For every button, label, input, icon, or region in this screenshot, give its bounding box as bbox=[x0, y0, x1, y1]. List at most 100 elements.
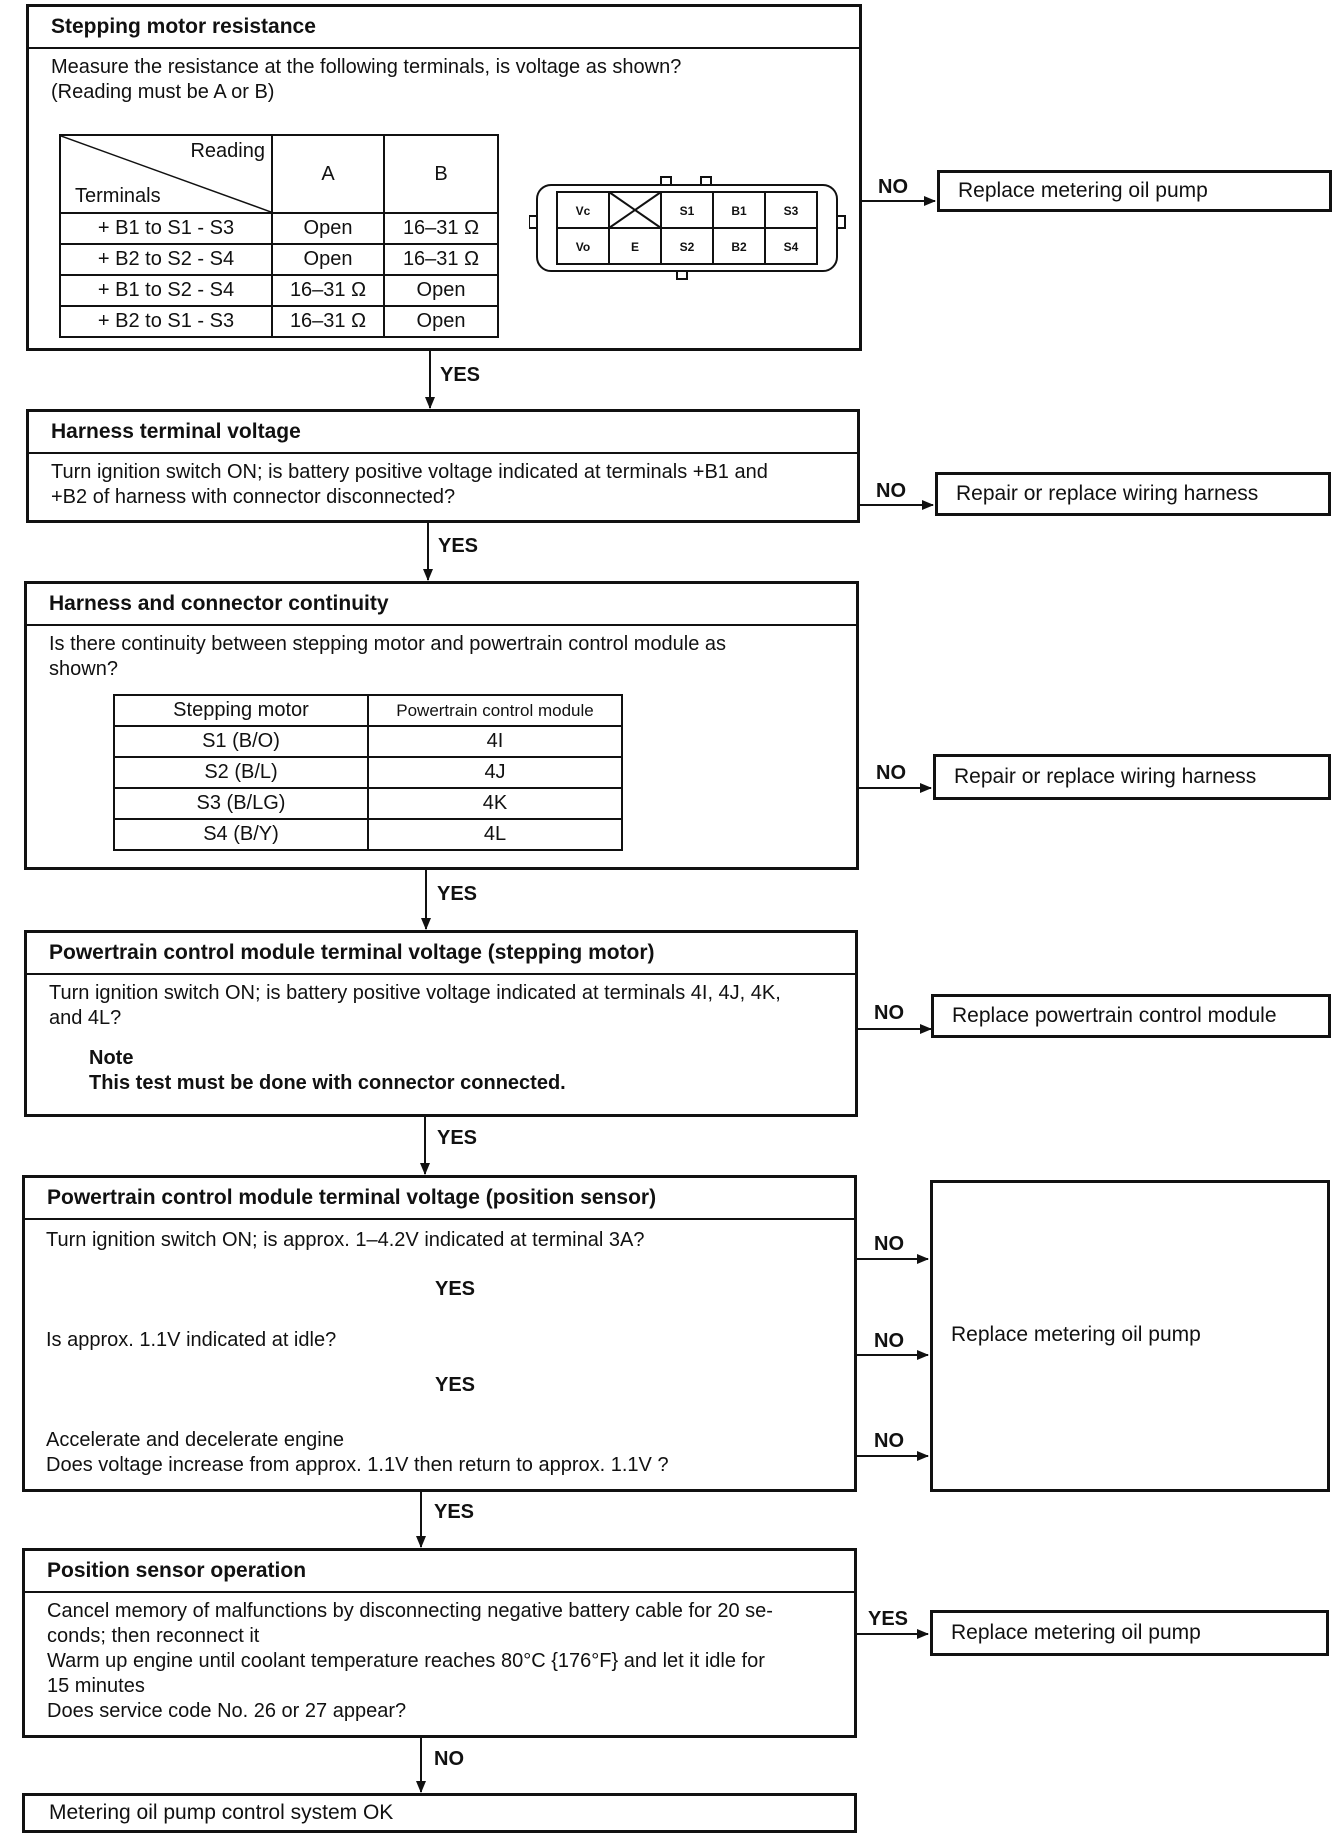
step6-box: Position sensor operation Cancel memory … bbox=[22, 1548, 857, 1738]
row-terminals: + B1 to S1 - S3 bbox=[59, 212, 273, 245]
row-b: Open bbox=[383, 305, 499, 338]
step4-question-line1: Turn ignition switch ON; is battery posi… bbox=[49, 982, 781, 1004]
header-col-b: B bbox=[383, 134, 499, 214]
table-row: S4 (B/Y) 4L bbox=[113, 818, 623, 851]
step2-question-line2: +B2 of harness with connector disconnect… bbox=[51, 486, 456, 508]
step6-line3: Warm up engine until coolant temperature… bbox=[47, 1650, 765, 1672]
row-terminals: + B2 to S2 - S4 bbox=[59, 243, 273, 276]
step4-title: Powertrain control module terminal volta… bbox=[27, 933, 855, 975]
step5-yes-label: YES bbox=[434, 1501, 475, 1523]
step3-no-label: NO bbox=[876, 762, 906, 784]
step2-yes-label: YES bbox=[438, 535, 479, 557]
pin-vc: Vc bbox=[576, 204, 591, 218]
step6-line5: Does service code No. 26 or 27 appear? bbox=[47, 1700, 407, 1722]
row-pcm: 4I bbox=[367, 725, 623, 758]
header-diagonal bbox=[61, 136, 271, 212]
step1-no-action: Replace metering oil pump bbox=[937, 170, 1332, 212]
step5-no-label-2: NO bbox=[874, 1330, 904, 1352]
header-stepping-motor: Stepping motor bbox=[113, 694, 369, 727]
row-terminals: + B2 to S1 - S3 bbox=[59, 305, 273, 338]
row-b: 16–31 Ω bbox=[383, 243, 499, 276]
note-title: Note bbox=[89, 1047, 134, 1069]
row-terminals: + B1 to S2 - S4 bbox=[59, 274, 273, 307]
step4-box: Powertrain control module terminal volta… bbox=[24, 930, 858, 1117]
table-row: S2 (B/L) 4J bbox=[113, 756, 623, 789]
header-pcm: Powertrain control module bbox=[367, 694, 623, 727]
pin-e: E bbox=[631, 240, 639, 254]
pin-vo: Vo bbox=[576, 240, 590, 254]
row-pcm: 4K bbox=[367, 787, 623, 820]
step5-q3-line1: Accelerate and decelerate engine bbox=[46, 1429, 344, 1451]
step3-title: Harness and connector continuity bbox=[27, 584, 856, 626]
step6-yes-label: YES bbox=[868, 1608, 909, 1630]
step2-title: Harness terminal voltage bbox=[29, 412, 857, 454]
row-a: 16–31 Ω bbox=[271, 305, 385, 338]
step1-title: Stepping motor resistance bbox=[29, 7, 859, 49]
row-a: Open bbox=[271, 212, 385, 245]
pin-b1: B1 bbox=[731, 204, 747, 218]
step6-title: Position sensor operation bbox=[25, 1551, 854, 1593]
step5-no-action: Replace metering oil pump bbox=[930, 1180, 1330, 1492]
step5-q1: Turn ignition switch ON; is approx. 1–4.… bbox=[46, 1229, 645, 1251]
row-a: Open bbox=[271, 243, 385, 276]
pin-s3: S3 bbox=[784, 204, 799, 218]
step4-question-line2: and 4L? bbox=[49, 1007, 122, 1029]
step3-question-line1: Is there continuity between stepping mot… bbox=[49, 633, 727, 655]
pin-b2: B2 bbox=[731, 240, 747, 254]
row-motor: S3 (B/LG) bbox=[113, 787, 369, 820]
step4-yes-label: YES bbox=[437, 1127, 478, 1149]
step5-q3-line2: Does voltage increase from approx. 1.1V … bbox=[46, 1454, 669, 1476]
header-col-a: A bbox=[271, 134, 385, 214]
step5-title: Powertrain control module terminal volta… bbox=[25, 1178, 854, 1220]
pin-s4: S4 bbox=[784, 240, 799, 254]
step1-question-line1: Measure the resistance at the following … bbox=[51, 56, 682, 78]
resistance-table: Reading Terminals A B + B1 to S1 - S3 Op… bbox=[59, 134, 499, 338]
step4-no-label: NO bbox=[874, 1002, 904, 1024]
row-motor: S1 (B/O) bbox=[113, 725, 369, 758]
step2-no-action: Repair or replace wiring harness bbox=[935, 472, 1331, 516]
header-terminals: Terminals bbox=[75, 185, 161, 207]
step5-yes-label-2: YES bbox=[435, 1374, 476, 1396]
connector-diagram: Vc S1 B1 S3 Vo E S2 B2 S4 bbox=[529, 176, 846, 280]
final-box: Metering oil pump control system OK bbox=[22, 1793, 857, 1833]
step2-question-line1: Turn ignition switch ON; is battery posi… bbox=[51, 461, 768, 483]
table-row: S3 (B/LG) 4K bbox=[113, 787, 623, 820]
table-row: + B1 to S1 - S3 Open 16–31 Ω bbox=[59, 212, 499, 245]
row-b: 16–31 Ω bbox=[383, 212, 499, 245]
row-a: 16–31 Ω bbox=[271, 274, 385, 307]
step1-no-label: NO bbox=[878, 176, 908, 198]
step6-no-label: NO bbox=[434, 1748, 464, 1770]
step6-yes-action: Replace metering oil pump bbox=[930, 1610, 1329, 1656]
step6-line2: conds; then reconnect it bbox=[47, 1625, 260, 1647]
pin-s2: S2 bbox=[680, 240, 695, 254]
continuity-table: Stepping motor Powertrain control module… bbox=[113, 694, 623, 851]
step3-box: Harness and connector continuity Is ther… bbox=[24, 581, 859, 870]
step5-yes-label-1: YES bbox=[435, 1278, 476, 1300]
step2-box: Harness terminal voltage Turn ignition s… bbox=[26, 409, 860, 523]
header-reading: Reading bbox=[190, 140, 265, 162]
step5-no-label-1: NO bbox=[874, 1233, 904, 1255]
step1-yes-label: YES bbox=[440, 364, 481, 386]
pin-s1: S1 bbox=[680, 204, 695, 218]
step3-yes-label: YES bbox=[437, 883, 478, 905]
step4-no-action: Replace powertrain control module bbox=[931, 994, 1331, 1038]
row-b: Open bbox=[383, 274, 499, 307]
step1-box: Stepping motor resistance Measure the re… bbox=[26, 4, 862, 351]
step1-question-line2: (Reading must be A or B) bbox=[51, 81, 275, 103]
row-pcm: 4L bbox=[367, 818, 623, 851]
reading-terminals-header: Reading Terminals bbox=[59, 134, 273, 214]
step3-no-action: Repair or replace wiring harness bbox=[933, 754, 1331, 800]
table-row: S1 (B/O) 4I bbox=[113, 725, 623, 758]
step5-box: Powertrain control module terminal volta… bbox=[22, 1175, 857, 1492]
step5-q2: Is approx. 1.1V indicated at idle? bbox=[46, 1329, 337, 1351]
table-row: + B2 to S1 - S3 16–31 Ω Open bbox=[59, 305, 499, 338]
step3-question-line2: shown? bbox=[49, 658, 118, 680]
table-row: + B1 to S2 - S4 16–31 Ω Open bbox=[59, 274, 499, 307]
row-pcm: 4J bbox=[367, 756, 623, 789]
step2-no-label: NO bbox=[876, 480, 906, 502]
step6-line4: 15 minutes bbox=[47, 1675, 145, 1697]
table-row: + B2 to S2 - S4 Open 16–31 Ω bbox=[59, 243, 499, 276]
step5-no-label-3: NO bbox=[874, 1430, 904, 1452]
note-text: This test must be done with connector co… bbox=[89, 1072, 566, 1094]
row-motor: S2 (B/L) bbox=[113, 756, 369, 789]
